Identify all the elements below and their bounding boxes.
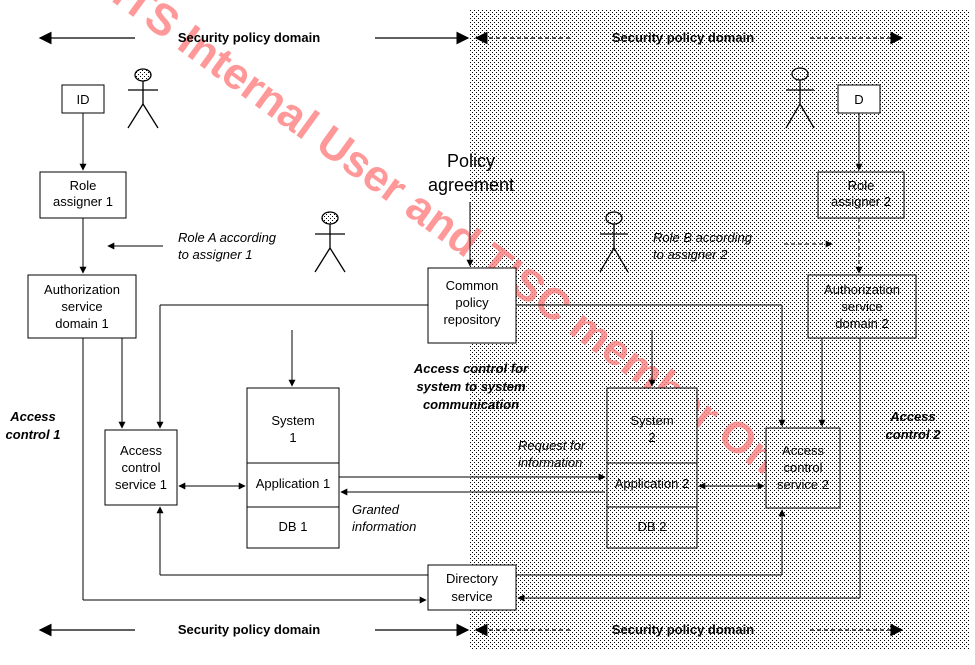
authorization-service-2-box — [807, 274, 917, 339]
role-assigner-1-line2: assigner 1 — [53, 194, 113, 209]
person-icon-middle — [314, 211, 346, 273]
role-b-line2: to assigner 2 — [653, 247, 728, 262]
connectors-right — [516, 113, 863, 602]
auth-service-1-line2: service — [61, 299, 102, 314]
system-2-line1: System — [630, 413, 673, 428]
domain-label-right-top: Security policy domain — [612, 30, 754, 45]
common-policy-line2: policy — [455, 295, 489, 310]
directory-service-line2: service — [451, 589, 492, 604]
common-policy-repository-box — [427, 267, 517, 344]
system-1-line1: System — [271, 413, 314, 428]
directory-service-line1: Directory — [446, 571, 499, 586]
role-b-line1: Role B according — [653, 230, 753, 245]
role-assigner-1-box — [39, 171, 127, 219]
system-1-line2: 1 — [289, 430, 296, 445]
access-control-service-2-box — [765, 427, 841, 509]
db-2-label: DB 2 — [638, 519, 667, 534]
auth-service-2-line3: domain 2 — [835, 316, 888, 331]
role-assigner-2-line2: assigner 2 — [831, 194, 891, 209]
auth-service-2-line2: service — [841, 299, 882, 314]
access-control-sys-line1: Access control for — [413, 361, 529, 376]
system-2-box — [606, 387, 698, 549]
id-box-right — [837, 84, 881, 114]
role-assigner-2-line1: Role — [848, 178, 875, 193]
auth-service-2-line1: Authorization — [824, 282, 900, 297]
id-label-right: D — [854, 92, 863, 107]
common-policy-line1: Common — [446, 278, 499, 293]
person-icon-right-middle — [599, 211, 629, 273]
system-1-box — [246, 387, 340, 549]
access-control-sys-line3: communication — [423, 397, 519, 412]
role-assigner-2-box — [817, 171, 905, 219]
acs-1-line1: Access — [120, 443, 162, 458]
policy-agreement-line1: Policy — [447, 151, 495, 171]
access-control-1-line1: Access — [9, 409, 56, 424]
auth-service-1-line3: domain 1 — [55, 316, 108, 331]
domain-label-right-bottom: Security policy domain — [612, 622, 754, 637]
access-control-2-line2: control 2 — [886, 427, 942, 442]
directory-service-box — [427, 564, 517, 611]
policy-agreement-line2: agreement — [428, 175, 514, 195]
access-control-sys-line2: system to system — [416, 379, 526, 394]
granted-info-line1: Granted — [352, 502, 400, 517]
role-a-line2: to assigner 1 — [178, 247, 252, 262]
request-info-line2: information — [518, 455, 582, 470]
granted-info-line2: information — [352, 519, 416, 534]
acs-1-line2: control — [121, 460, 160, 475]
acs-2-line1: Access — [782, 443, 824, 458]
connectors-left — [79, 113, 606, 604]
authorization-service-1-box — [27, 274, 137, 339]
request-info-line1: Request for — [518, 438, 586, 453]
application-1-label: Application 1 — [256, 476, 330, 491]
role-a-line1: Role A according — [178, 230, 277, 245]
application-2-label: Application 2 — [615, 476, 689, 491]
person-icon-left — [127, 68, 159, 129]
domain-label-left-top: Security policy domain — [178, 30, 320, 45]
domain-label-left-bottom: Security policy domain — [178, 622, 320, 637]
acs-1-line3: service 1 — [115, 477, 167, 492]
access-control-2-line1: Access — [889, 409, 936, 424]
person-icon-right-top — [785, 67, 815, 129]
acs-2-line2: control — [783, 460, 822, 475]
acs-2-line3: service 2 — [777, 477, 829, 492]
db-1-label: DB 1 — [279, 519, 308, 534]
access-control-1-line2: control 1 — [6, 427, 61, 442]
access-control-service-1-box — [104, 429, 178, 506]
id-label-left: ID — [77, 92, 90, 107]
system-2-line2: 2 — [648, 430, 655, 445]
common-policy-line3: repository — [443, 312, 501, 327]
auth-service-1-line1: Authorization — [44, 282, 120, 297]
role-assigner-1-line1: Role — [70, 178, 97, 193]
